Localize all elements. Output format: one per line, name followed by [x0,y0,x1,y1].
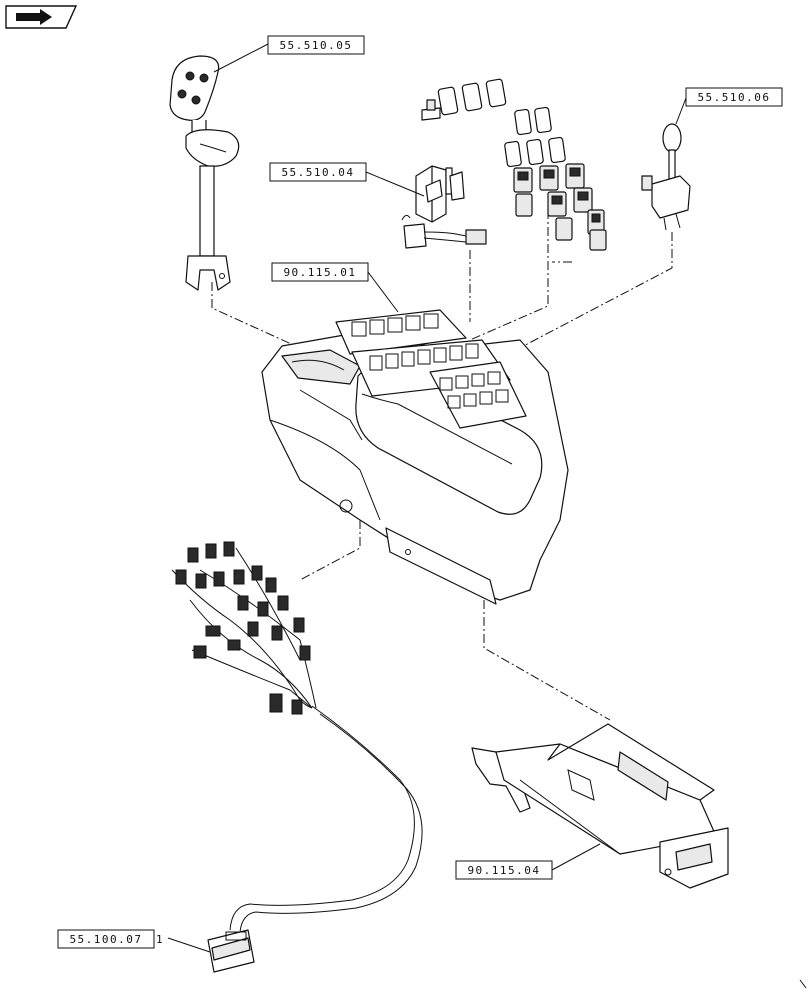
panel-slots [351,313,439,337]
svg-text:55.510.05: 55.510.05 [279,39,352,52]
ref-55-100-07[interactable]: 55.100.07 [57,929,155,949]
svg-text:55.100.07: 55.100.07 [69,933,142,946]
ref-55-510-06[interactable]: 55.510.06 [685,87,783,107]
svg-text:90.115.01: 90.115.01 [283,266,356,279]
next-page-arrow-icon[interactable] [5,5,78,29]
ref-55-510-05[interactable]: 55.510.05 [267,35,365,55]
svg-text:55.510.06: 55.510.06 [697,91,770,104]
svg-text:55.510.04: 55.510.04 [281,166,354,179]
mounting-bracket [471,723,729,889]
ref-55-510-04[interactable]: 55.510.04 [269,162,367,182]
switch-caps [421,78,566,168]
switch-module [401,165,487,249]
panel-slots-side [439,371,509,409]
rocker-switches [513,163,607,251]
svg-text:90.115.04: 90.115.04 [467,864,540,877]
assembly-lines [211,210,673,721]
corner-mark [799,979,807,989]
wiring-harness [171,541,423,973]
callout-1: 1 [156,933,164,946]
ref-90-115-04[interactable]: 90.115.04 [455,860,553,880]
panel-slots-mid [369,343,479,371]
small-lever [641,123,691,231]
console-housing [261,309,569,605]
harness-connectors [175,541,311,715]
ref-90-115-01[interactable]: 90.115.01 [271,262,369,282]
joystick-lever [169,55,240,291]
leader-lines [167,43,687,953]
